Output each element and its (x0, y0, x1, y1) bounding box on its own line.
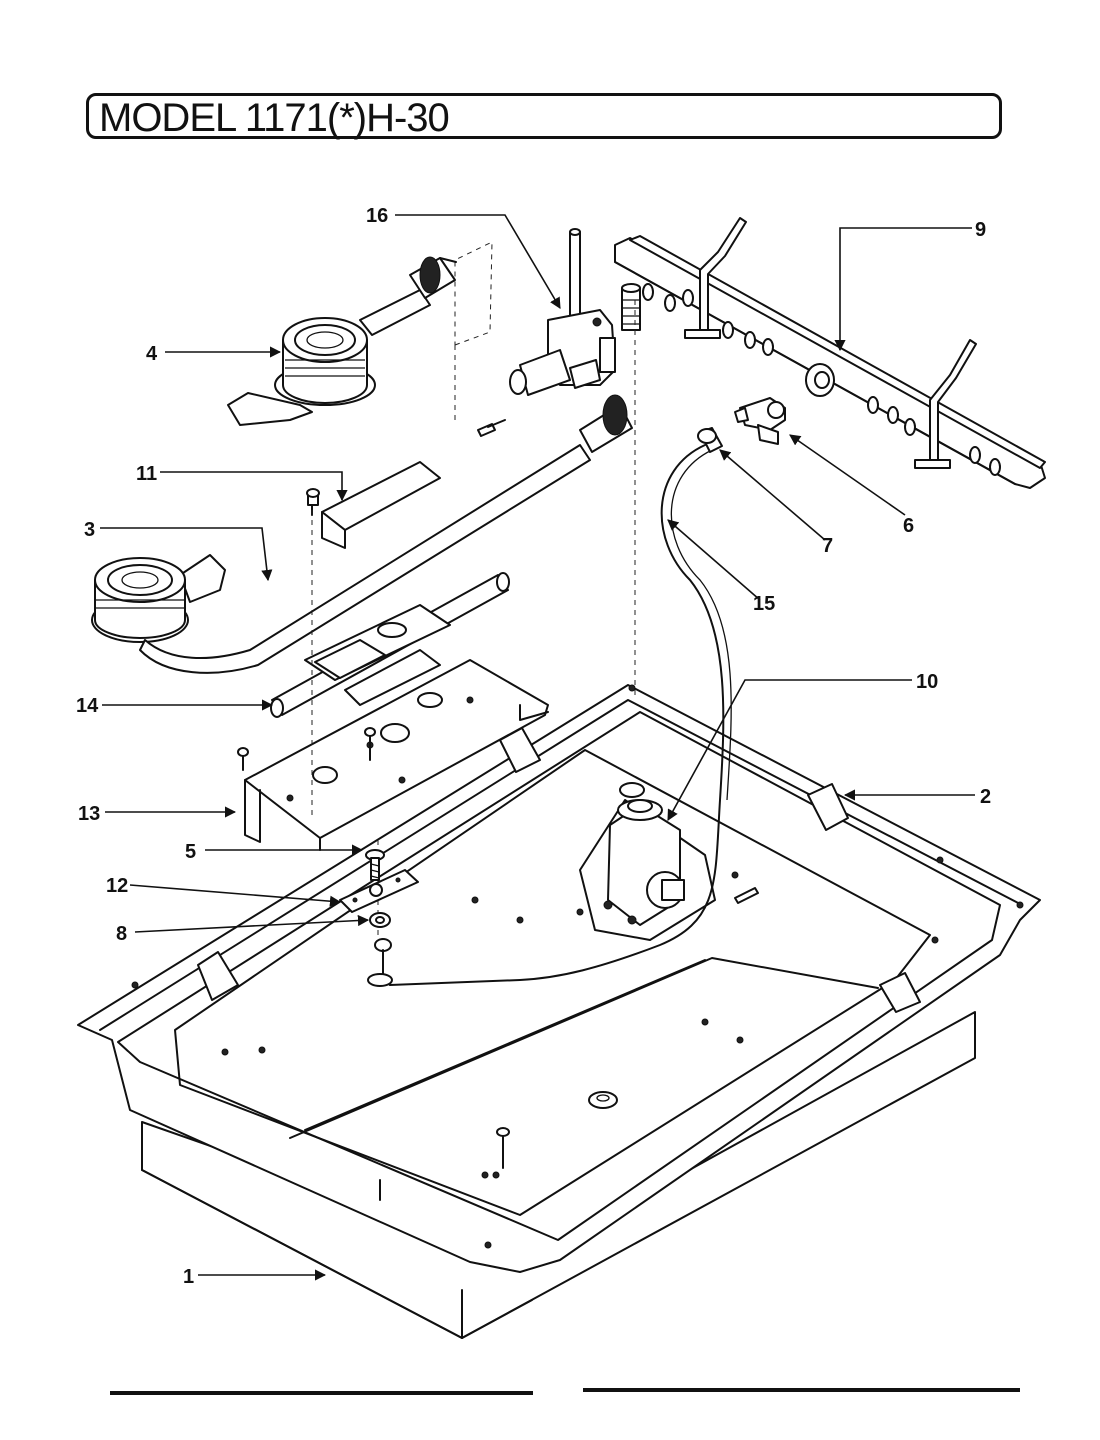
pan-screw-holes (131, 684, 1024, 1249)
callout-3: 3 (84, 519, 95, 541)
nut-part-8 (369, 912, 391, 928)
callout-16: 16 (366, 205, 388, 227)
callout-11: 11 (136, 463, 157, 485)
model-title-box: MODEL 1171(*)H-30 (86, 93, 1002, 140)
tube-fitting-lower (367, 938, 393, 987)
leader-lines (100, 214, 975, 1281)
valve-part-6 (734, 397, 786, 445)
manifold-part-9 (614, 217, 1046, 489)
callout-2: 2 (980, 786, 991, 808)
callout-7: 7 (822, 535, 833, 557)
burner-box-part-2 (77, 684, 1041, 1273)
callout-10: 10 (916, 671, 938, 693)
bottom-burner-part-3 (91, 394, 633, 674)
burner-valve-part-16 (454, 228, 616, 437)
callout-12: 12 (106, 875, 128, 897)
callout-15: 15 (753, 593, 775, 615)
callout-8: 8 (116, 923, 127, 945)
callout-9: 9 (975, 219, 986, 241)
callout-6: 6 (903, 515, 914, 537)
callout-1: 1 (183, 1266, 194, 1288)
support-bracket (304, 604, 451, 706)
mounting-plate-part-13 (237, 300, 636, 940)
screw-part-5 (365, 849, 385, 881)
callout-4: 4 (146, 343, 158, 365)
callout-13: 13 (78, 803, 100, 825)
manifold-ports (642, 283, 1001, 476)
top-burner-part-4 (227, 256, 457, 426)
callout-labels: 16 9 4 11 3 6 7 15 10 14 13 2 5 12 8 1 (76, 205, 991, 1288)
pressure-regulator-part-10 (579, 799, 716, 941)
callout-5: 5 (185, 841, 196, 863)
model-title: MODEL 1171(*)H-30 (99, 96, 450, 140)
callout-14: 14 (76, 695, 99, 717)
heat-shield-part-11 (306, 461, 441, 549)
bottom-rules (110, 1388, 1020, 1395)
bracket-part-12 (339, 869, 419, 913)
fitting-part-7 (697, 427, 723, 453)
